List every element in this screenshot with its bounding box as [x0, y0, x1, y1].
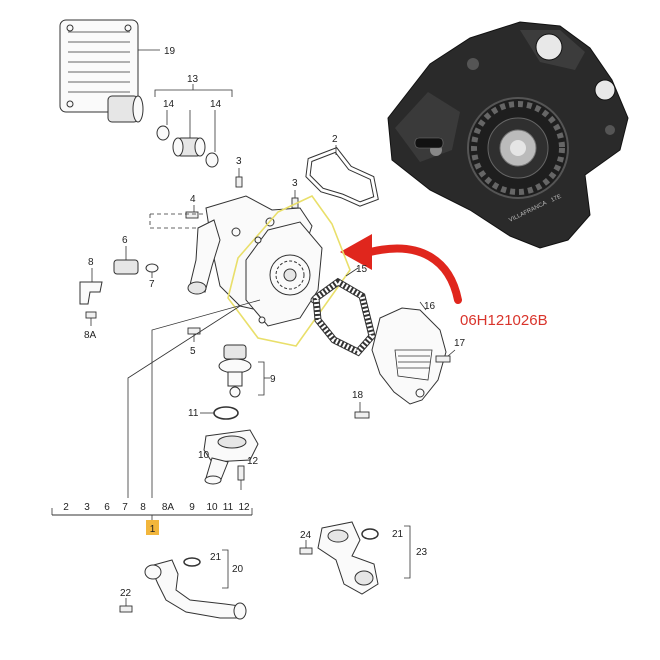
seal-7 — [145, 263, 159, 278]
thermostat-9 — [218, 344, 270, 398]
callout-4: 4 — [190, 194, 196, 205]
ref-3: 3 — [84, 502, 90, 513]
callout-9: 9 — [270, 374, 276, 385]
callout-15: 15 — [356, 264, 368, 275]
callout-7: 7 — [149, 279, 155, 290]
callout-11: 11 — [188, 408, 199, 419]
callout-6: 6 — [122, 235, 128, 246]
bolt-17 — [435, 349, 456, 363]
oil-cooler — [59, 19, 160, 123]
seal-ring-11 — [200, 406, 239, 420]
seal-ring-14a — [156, 125, 170, 141]
bottom-reference-row: 2 3 6 7 8 8A 9 10 11 12 — [63, 502, 250, 513]
highlight-label: 1 — [150, 524, 156, 535]
callout-5: 5 — [190, 346, 196, 357]
water-pump-photo: VILLAFRANCA 17E — [387, 21, 629, 249]
bolt-18 — [354, 402, 370, 419]
ref-2: 2 — [63, 502, 69, 513]
bolt-5 — [187, 327, 201, 342]
thermostat-cover-10 — [203, 429, 259, 485]
seal-ring-14b — [205, 152, 219, 168]
callout-22: 22 — [120, 588, 132, 599]
callout-21a: 21 — [210, 552, 222, 563]
callout-14b: 14 — [210, 99, 222, 110]
callout-labels: 19 13 14 14 2 3 3 4 6 7 8 8A 15 16 17 5 … — [84, 46, 466, 599]
callout-24: 24 — [300, 530, 312, 541]
bolt-4 — [185, 205, 199, 219]
callout-16: 16 — [424, 301, 436, 312]
ref-12: 12 — [238, 502, 250, 513]
ref-8: 8 — [140, 502, 146, 513]
callout-8: 8 — [88, 257, 94, 268]
callout-23: 23 — [416, 547, 428, 558]
highlight-label-box — [146, 520, 159, 535]
red-pointer-arrow — [340, 234, 462, 304]
retaining-clip-8 — [79, 268, 103, 305]
callout-3b: 3 — [292, 178, 298, 189]
callout-18: 18 — [352, 390, 364, 401]
callout-2: 2 — [332, 134, 338, 145]
bolt-22 — [119, 598, 133, 613]
ref-9: 9 — [189, 502, 195, 513]
ref-8a: 8A — [162, 502, 175, 513]
temperature-sensor-6 — [113, 246, 139, 275]
bolt-24 — [299, 540, 313, 555]
gasket-2 — [305, 145, 379, 207]
ref-10: 10 — [206, 502, 218, 513]
ref-7: 7 — [122, 502, 128, 513]
callout-10: 10 — [198, 450, 210, 461]
coolant-pipe-20 — [144, 549, 247, 620]
ref-11: 11 — [223, 502, 234, 513]
callout-19: 19 — [164, 46, 176, 57]
callout-14a: 14 — [163, 99, 175, 110]
callout-12: 12 — [247, 456, 259, 467]
part-number-text: 06H121026B — [460, 312, 548, 329]
callout-21b: 21 — [392, 529, 404, 540]
bolt-3a — [235, 168, 243, 188]
pump-impeller-photo — [467, 97, 569, 199]
coolant-flange-23 — [317, 521, 411, 595]
photo-code-text: 17E — [550, 194, 562, 204]
bolt-12 — [237, 465, 245, 490]
ref-6: 6 — [104, 502, 110, 513]
bolt-8a — [85, 311, 97, 326]
callout-20: 20 — [232, 564, 244, 575]
toothed-belt-15 — [312, 267, 376, 357]
callout-8a: 8A — [84, 330, 97, 341]
callout-3a: 3 — [236, 156, 242, 167]
callout-13: 13 — [187, 74, 199, 85]
connector-13 — [172, 137, 206, 157]
callout-17: 17 — [454, 338, 466, 349]
water-pump-highlight — [227, 194, 351, 347]
belt-cover-16 — [371, 301, 447, 405]
